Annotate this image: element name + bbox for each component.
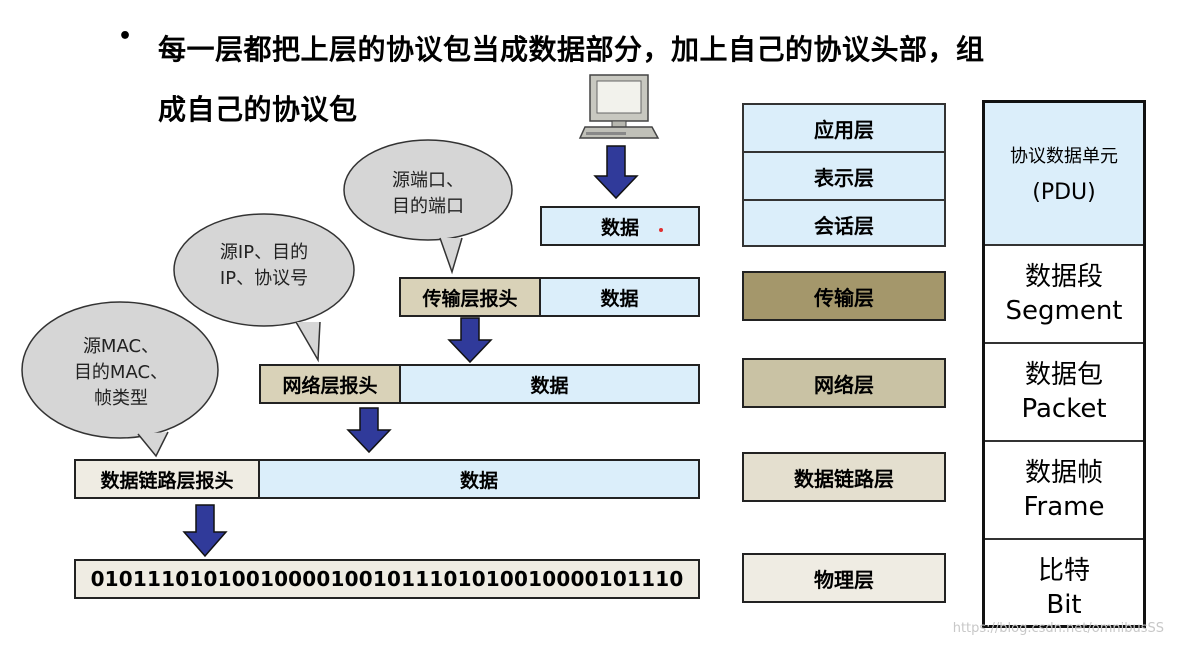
pdu-unit-en: Frame (1023, 492, 1105, 522)
network-layer-label: 网络层 (742, 358, 946, 408)
computer-icon (578, 74, 660, 139)
pdu-unit-en: Segment (1005, 296, 1123, 326)
transport-header-box: 传输层报头 (399, 277, 541, 317)
datalink-bubble-text: 源MAC、 目的MAC、 帧类型 (36, 334, 206, 412)
bubble-line: 目的端口 (392, 196, 464, 217)
pdu-bit: 比特 Bit (985, 540, 1143, 636)
red-dot (659, 228, 663, 232)
watermark: https://blog.csdn.net/omnibusSS (952, 621, 1164, 636)
title-line-2: 成自己的协议包 (158, 93, 358, 126)
transport-bubble-text: 源端口、 目的端口 (354, 168, 502, 220)
pdu-unit-cn: 数据包 (1024, 360, 1103, 390)
pdu-header: 协议数据单元 (PDU) (985, 103, 1143, 246)
datalink-data-box: 数据 (258, 459, 700, 499)
pdu-frame: 数据帧 Frame (985, 442, 1143, 540)
transport-layer-label: 传输层 (742, 271, 946, 321)
app-data-box: 数据 (540, 206, 700, 246)
physical-layer-label: 物理层 (742, 553, 946, 603)
arrow-to-network (447, 317, 493, 364)
pdu-unit-en: Bit (1046, 590, 1082, 620)
application-layer-label: 应用层 (814, 117, 874, 142)
pdu-unit-en: Packet (1021, 394, 1107, 424)
transport-bubble (343, 139, 513, 241)
slide-title: 每一层都把上层的协议包当成数据部分，加上自己的协议头部，组 成自己的协议包 (158, 20, 1138, 140)
arrow-to-bits (182, 504, 228, 558)
pdu-packet: 数据包 Packet (985, 344, 1143, 442)
title-line-1: 每一层都把上层的协议包当成数据部分，加上自己的协议头部，组 (158, 33, 985, 66)
upper-layers-group: 应用层 表示层 会话层 (742, 103, 946, 247)
pdu-table: 协议数据单元 (PDU) 数据段 Segment 数据包 Packet 数据帧 … (982, 100, 1146, 628)
datalink-bubble-tail (137, 431, 169, 458)
bubble-line: 源MAC、 (82, 336, 160, 357)
datalink-header-box: 数据链路层报头 (74, 459, 260, 499)
bubble-line: 源端口、 (392, 170, 464, 191)
bubble-line: 帧类型 (94, 388, 148, 409)
pdu-unit-cn: 数据段 (1024, 262, 1103, 292)
pdu-abbr: (PDU) (1032, 180, 1096, 205)
datalink-bubble (21, 301, 219, 439)
bubble-line: 目的MAC、 (73, 362, 169, 383)
pdu-unit-cn: 数据帧 (1024, 458, 1103, 488)
pdu-unit-cn: 比特 (1037, 556, 1090, 586)
down-arrows (182, 145, 639, 558)
bitstream-box: 0101110101001000010010111010100100001011… (74, 559, 700, 599)
bubble-line: 源IP、目的 (219, 242, 309, 263)
session-layer-label: 会话层 (744, 199, 944, 247)
pdu-title: 协议数据单元 (1010, 146, 1118, 167)
title-bullet: • (118, 24, 133, 49)
pdu-segment: 数据段 Segment (985, 246, 1143, 344)
bubble-line: IP、协议号 (219, 268, 309, 289)
network-bubble-tail (295, 321, 321, 363)
network-data-box: 数据 (399, 364, 700, 404)
network-bubble-text: 源IP、目的 IP、协议号 (184, 240, 344, 292)
presentation-layer-label: 表示层 (744, 151, 944, 199)
arrow-to-datalink (346, 407, 392, 454)
transport-data-box: 数据 (539, 277, 700, 317)
transport-bubble-tail (439, 237, 463, 275)
network-bubble (173, 213, 355, 327)
arrow-to-data (593, 145, 639, 200)
datalink-layer-label: 数据链路层 (742, 452, 946, 502)
network-header-box: 网络层报头 (259, 364, 401, 404)
